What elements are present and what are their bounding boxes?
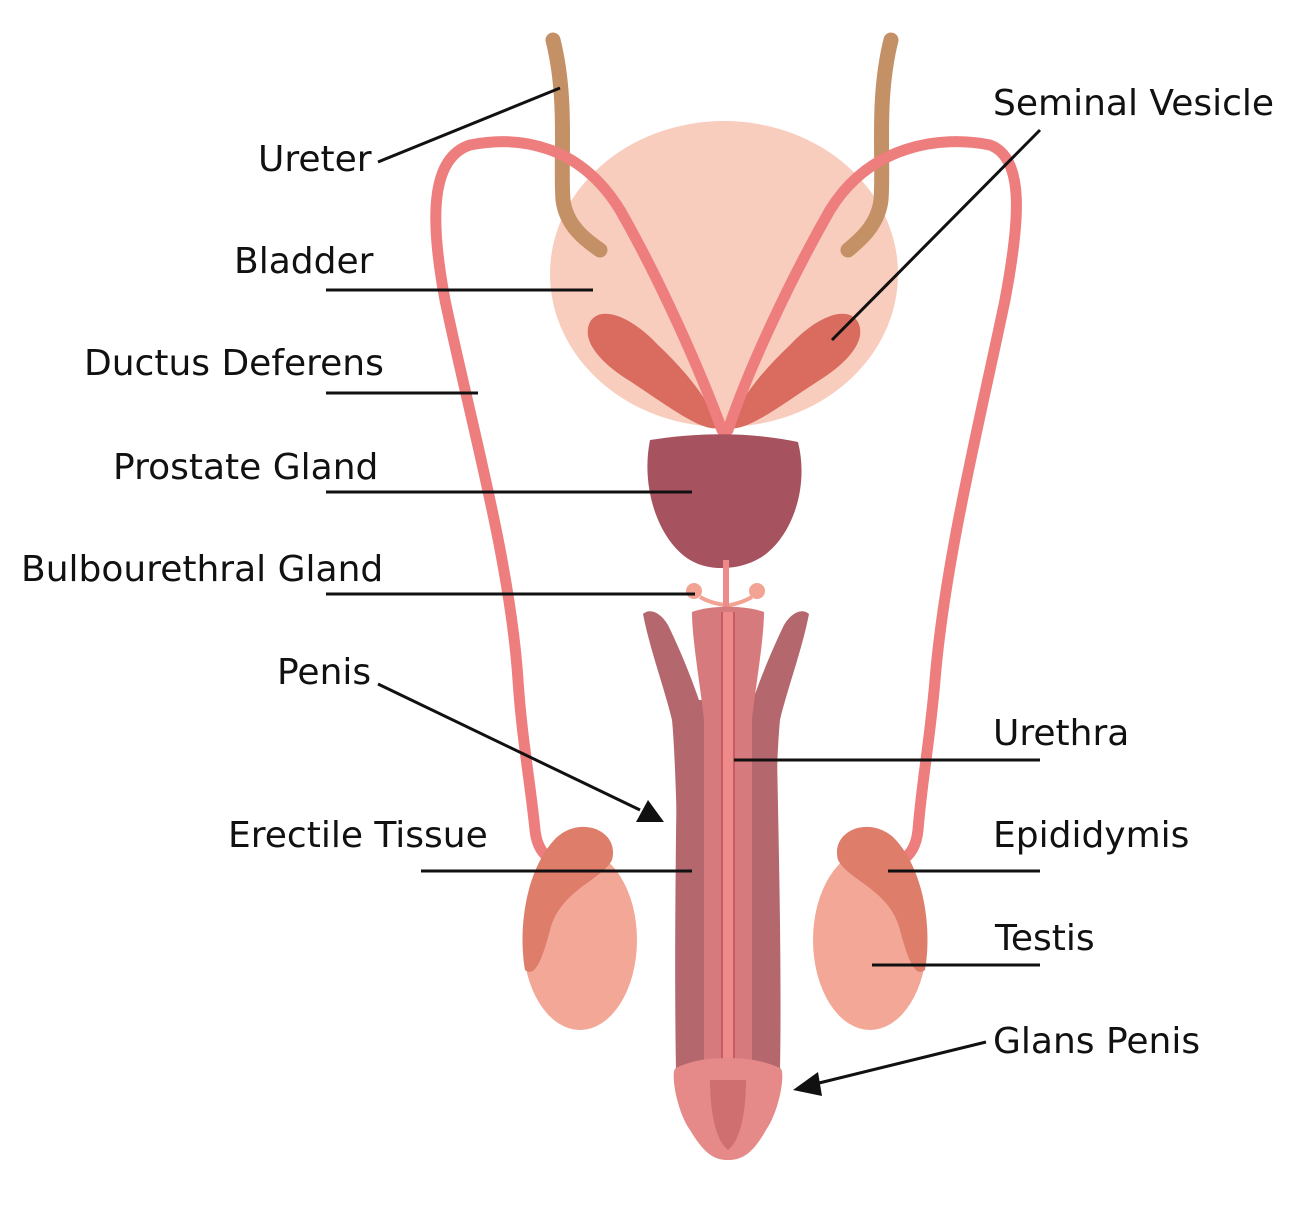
label-ureter: Ureter xyxy=(258,139,372,180)
seminal-vesicle-leader xyxy=(830,128,1042,342)
glans-penis-arrowhead xyxy=(793,1072,822,1096)
left-seminal-vesicle-shape xyxy=(587,313,718,429)
right-ductus-deferens-shape xyxy=(722,136,1022,871)
left-ductus-deferens-shape xyxy=(430,136,728,871)
label-ductus-deferens: Ductus Deferens xyxy=(84,343,384,384)
label-testis: Testis xyxy=(995,918,1095,959)
left-epididymis-shape xyxy=(522,826,614,972)
glans-inner-shape xyxy=(710,1080,746,1150)
label-bulbourethral-gland: Bulbourethral Gland xyxy=(21,549,384,590)
label-bladder: Bladder xyxy=(234,241,374,282)
label-erectile-tissue: Erectile Tissue xyxy=(228,815,488,856)
ureter-leader xyxy=(377,86,561,164)
left-bulbourethral-gland-shape xyxy=(686,583,702,599)
right-ureter-shape xyxy=(840,32,899,258)
label-seminal-vesicle: Seminal Vesicle xyxy=(993,83,1275,124)
penis-arrowhead xyxy=(636,800,664,822)
right-seminal-vesicle-shape xyxy=(730,313,861,429)
left-ureter-shape xyxy=(545,32,608,258)
bladder-shape xyxy=(550,121,898,427)
glans-penis-leader xyxy=(814,1040,987,1086)
prostate-gland-shape xyxy=(647,434,802,569)
urethra-channel-shape xyxy=(722,612,734,1152)
right-epididymis-shape xyxy=(836,826,928,972)
label-epididymis: Epididymis xyxy=(993,815,1190,856)
label-penis: Penis xyxy=(277,652,372,693)
label-prostate-gland: Prostate Gland xyxy=(113,447,379,488)
penis-leader xyxy=(377,682,641,812)
label-urethra: Urethra xyxy=(993,713,1130,754)
right-bulbourethral-gland-shape xyxy=(749,583,765,599)
label-glans-penis: Glans Penis xyxy=(993,1021,1201,1062)
